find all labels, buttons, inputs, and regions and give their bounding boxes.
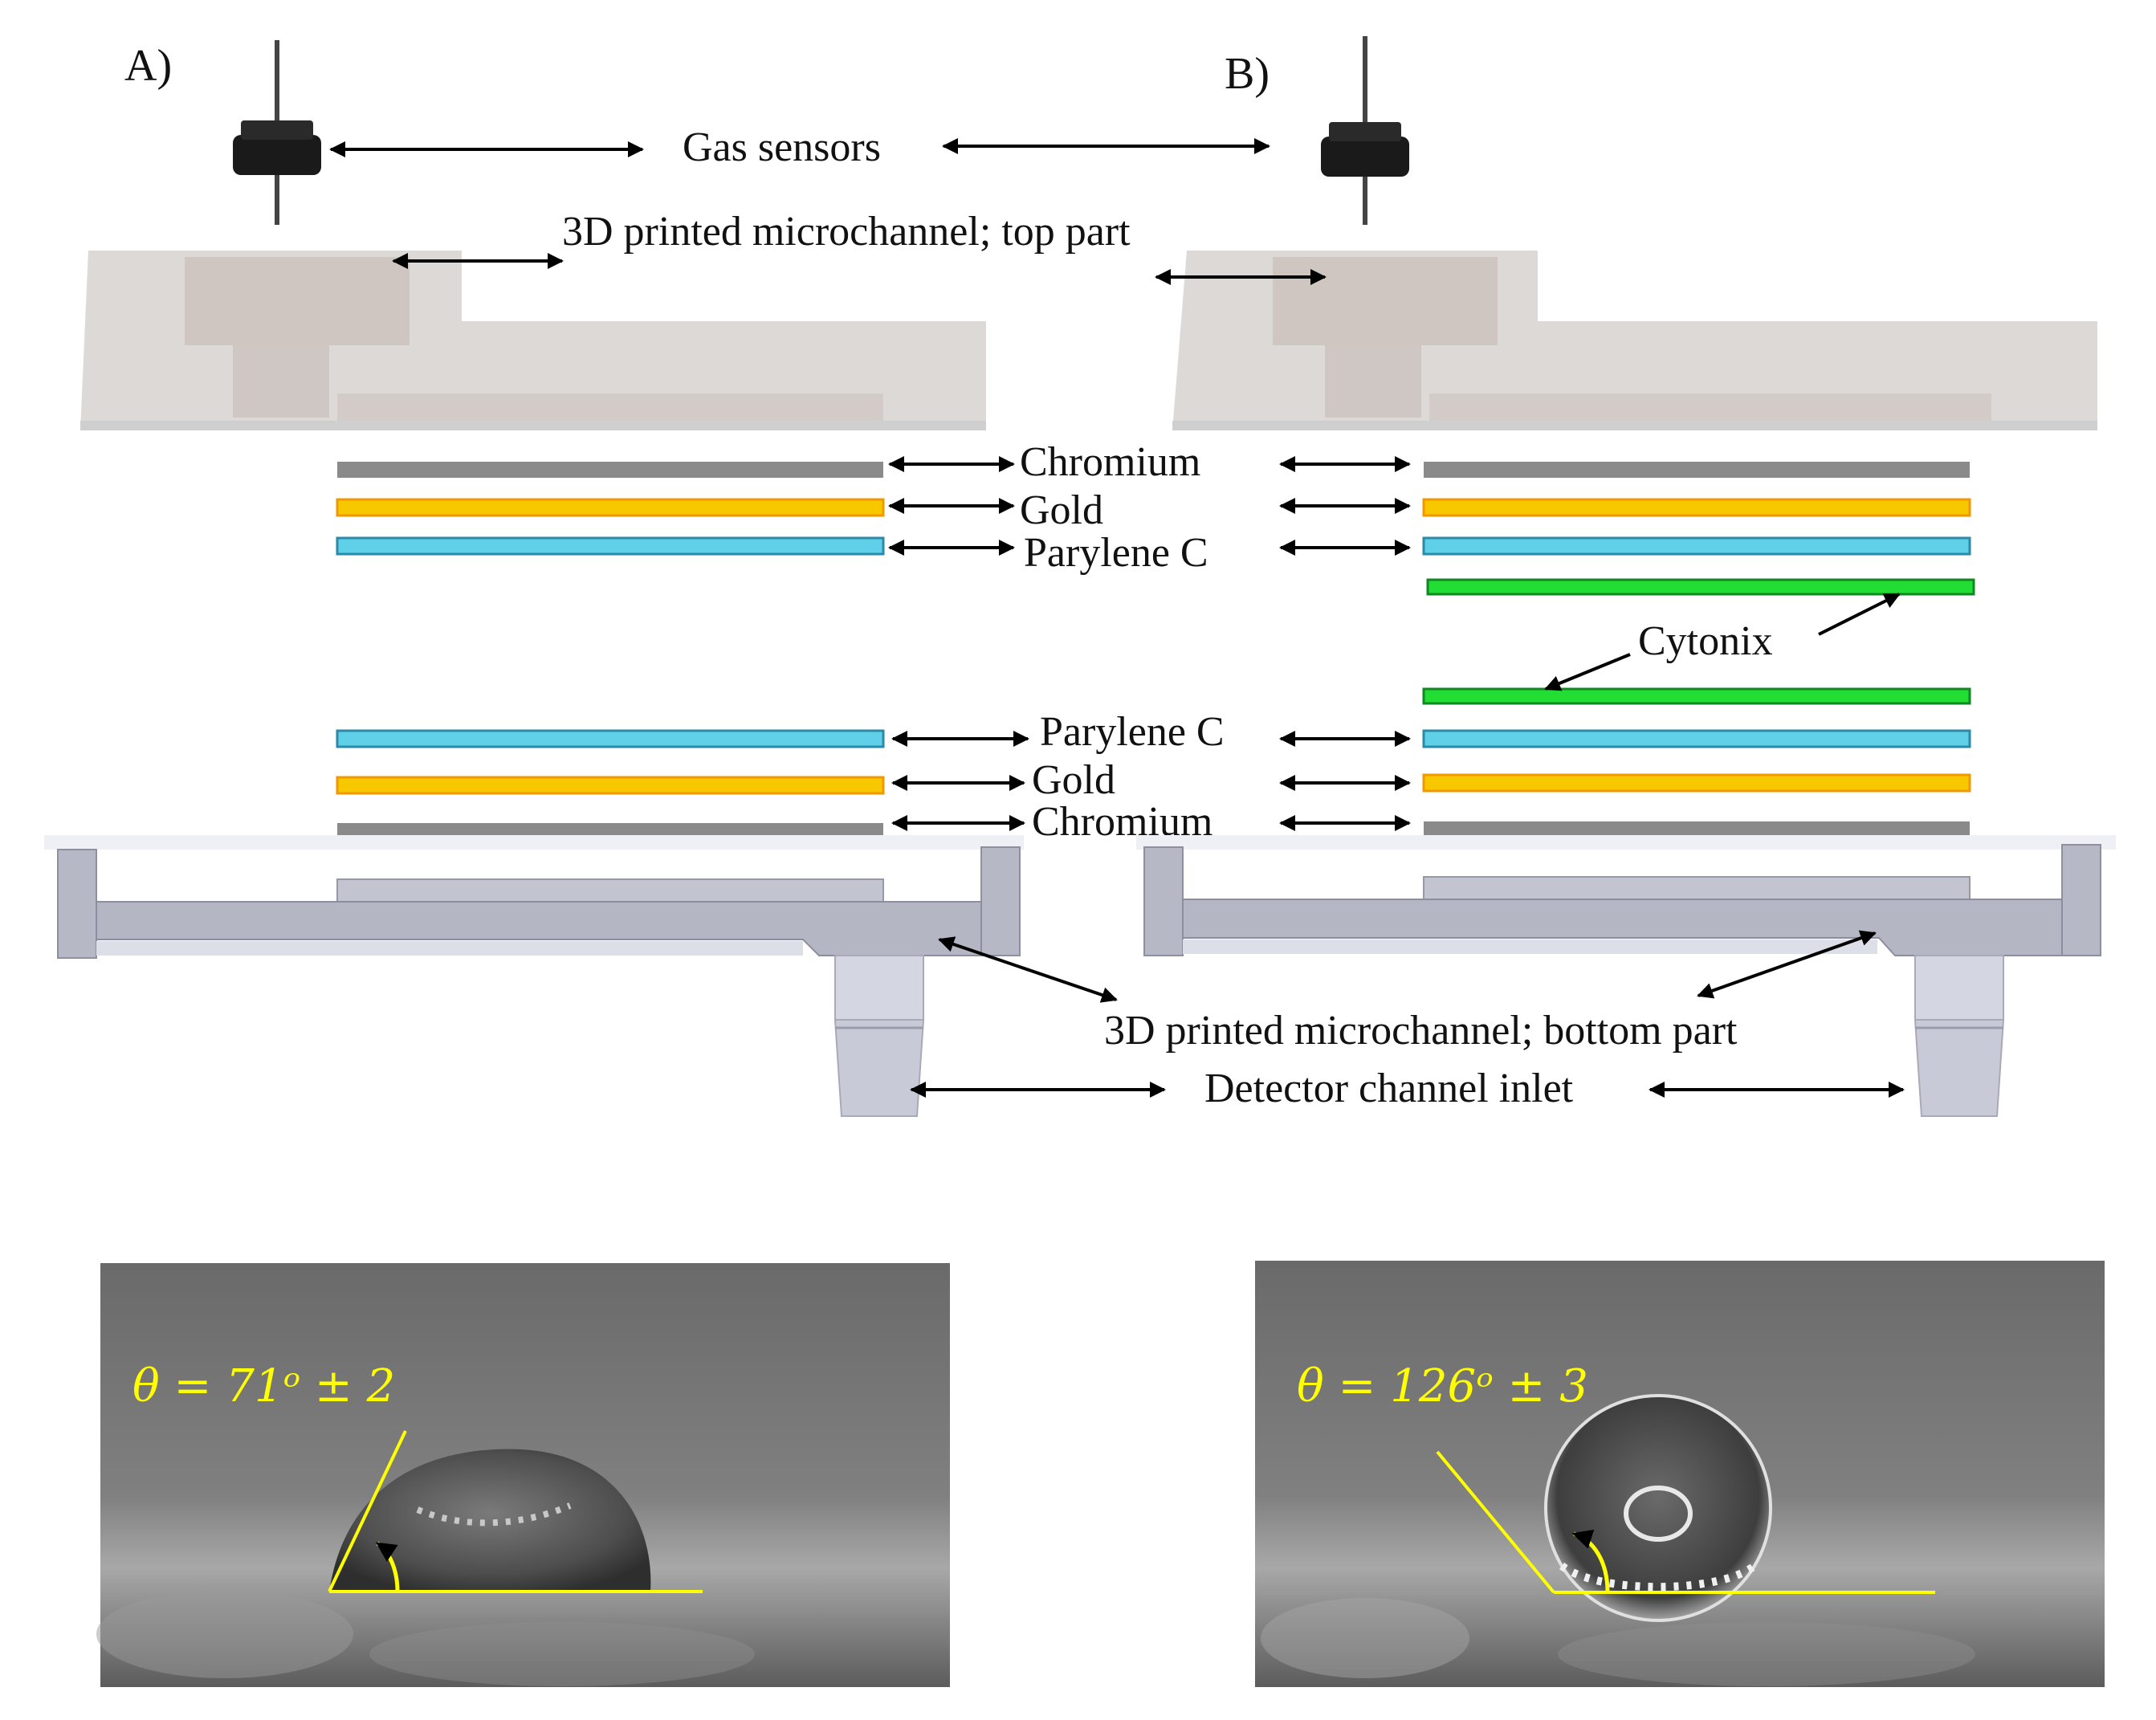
- gold-layer: [1422, 773, 1971, 793]
- gas-sensor-right: [1321, 36, 1409, 225]
- label-chromium-top: Chromium: [1020, 439, 1200, 485]
- label-inlet: Detector channel inlet: [1204, 1066, 1574, 1111]
- label-bottom-part: 3D printed microchannel; bottom part: [1104, 1008, 1738, 1054]
- label-gold-bottom: Gold: [1032, 757, 1115, 803]
- arrow-bottom-left: [938, 936, 1118, 1003]
- angle-label-b: θ = 126ᵒ ± 3: [1297, 1360, 1588, 1412]
- panel-label-b: B): [1225, 49, 1270, 99]
- arrow-cytonix-down: [1544, 653, 1631, 691]
- cytonix-layer: [1422, 687, 1971, 705]
- contact-angle-photo-a: θ = 71ᵒ ± 2: [96, 1263, 950, 1687]
- arrow-cytonix-up: [1818, 593, 1901, 636]
- label-gas-sensors: Gas sensors: [683, 124, 881, 170]
- parylene-layer: [336, 729, 885, 748]
- inlet-right: [1914, 955, 2004, 1021]
- label-gold-top: Gold: [1020, 487, 1103, 533]
- label-parylene-top: Parylene C: [1024, 530, 1208, 576]
- inlet-left: [834, 955, 924, 1021]
- top-part-left: [80, 251, 986, 430]
- parylene-layer: [1422, 729, 1971, 748]
- arrow-bottom-right: [1697, 930, 1877, 999]
- bottom-part-left: [44, 835, 1024, 1117]
- chromium-layer: [1424, 462, 1970, 478]
- panel-label-a: A): [124, 41, 172, 91]
- angle-label-a: θ = 71ᵒ ± 2: [132, 1360, 395, 1412]
- chromium-layer: [337, 462, 883, 478]
- layers-right: [1422, 462, 1975, 838]
- label-parylene-bottom: Parylene C: [1040, 709, 1225, 755]
- contact-angle-photo-b: θ = 126ᵒ ± 3: [1255, 1261, 2105, 1687]
- chromium-layer: [1424, 821, 1970, 838]
- gold-layer: [336, 498, 885, 517]
- layers-left: [336, 462, 885, 839]
- gas-sensor-left: [233, 40, 321, 225]
- parylene-layer: [1422, 536, 1971, 556]
- gold-layer: [1422, 498, 1971, 517]
- parylene-layer: [336, 536, 885, 556]
- gold-layer: [336, 776, 885, 795]
- label-top-part: 3D printed microchannel; top part: [562, 209, 1131, 255]
- label-cytonix: Cytonix: [1638, 618, 1773, 664]
- cytonix-layer: [1426, 578, 1975, 596]
